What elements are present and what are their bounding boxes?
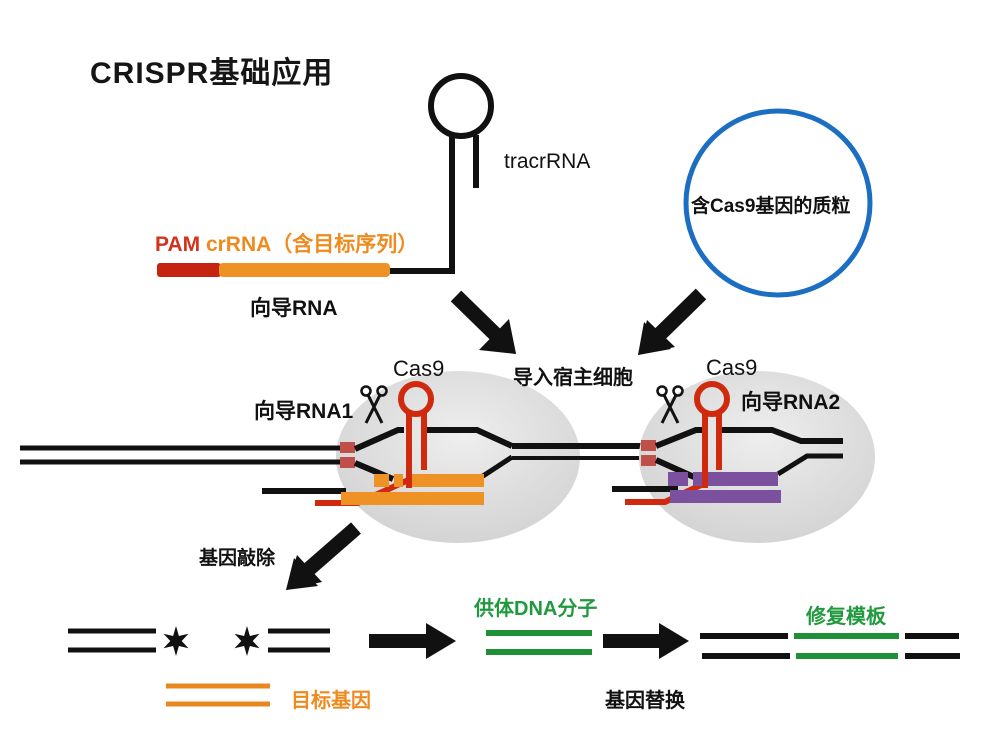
flow-arrow-1 [369,623,456,659]
guide1-orange-bars [341,474,484,505]
delivery-arrow-left [450,290,516,354]
crrna-bar [157,263,390,277]
guide-rna1-label: 向导RNA1 [254,400,354,423]
middle-dna [512,443,642,460]
cas9-complex-left [20,371,580,543]
tracrrna-hairpin [386,73,494,274]
scissors-icon [656,385,684,424]
plasmid-label: 含Cas9基因的质粒 [691,196,851,217]
pam-site-left-bottom [340,457,355,468]
cut-star-icon [234,626,260,656]
guide1-hairpin [398,381,434,488]
pam-site-left-top [340,442,355,453]
gene-replacement-label: 基因替换 [605,690,685,712]
scissors-icon [360,385,388,424]
guide2-hairpin [694,381,730,488]
knockout-arrow [286,522,361,590]
cas9-left-label: Cas9 [393,356,445,381]
donor-dna-label: 供体DNA分子 [474,598,598,620]
guide-rna-label: 向导RNA [250,297,338,320]
flow-arrow-2 [603,623,689,659]
tracrrna-label: tracrRNA [504,150,591,173]
cas9-right-label: Cas9 [706,355,758,380]
donor-dna [486,630,592,655]
target-gene-fragment [166,683,270,707]
pam-site-right-top [641,440,656,451]
delivery-label: 导入宿主细胞 [513,367,633,389]
target-gene-label: 目标基因 [291,690,371,712]
repair-template-label: 修复模板 [806,606,886,628]
cut-dna [68,626,330,656]
knockout-label: 基因敲除 [199,548,276,569]
repaired-dna [700,633,960,659]
crrna-target-label: crRNA（含目标序列） [205,233,419,256]
guide2-purple-bars [668,472,781,503]
crrna-label: PAM crRNA（含目标序列） [155,228,418,258]
guide-rna2-label: 向导RNA2 [741,391,841,414]
cut-star-icon [163,626,189,656]
page-title: CRISPR基础应用 [90,57,334,90]
pam-label: PAM [155,233,201,256]
plasmid-circle [683,108,873,298]
delivery-arrow-right [638,288,707,355]
pam-site-right-bottom [641,455,656,466]
cas9-complex-right [612,371,875,543]
